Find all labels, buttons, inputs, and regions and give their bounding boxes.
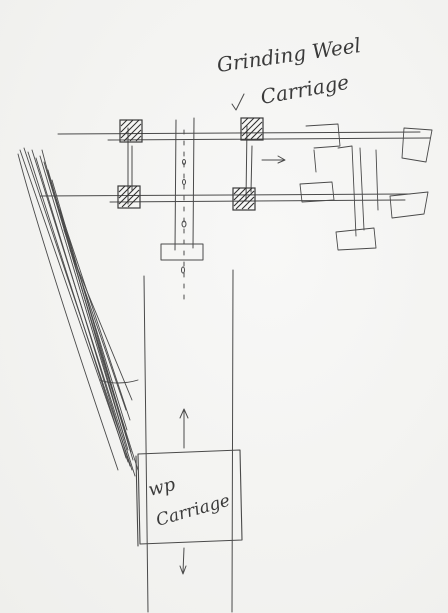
upper-rails [39,131,431,203]
label-line-2: Carriage [259,70,351,109]
spindle-base [160,243,204,261]
wp-label-line-1: wp [146,474,178,501]
grinding-wheel-carriage-label: Grinding Weel Carriage [215,33,362,109]
block-top-right-shading [241,117,263,140]
grinding-wheel-blocks [117,117,264,211]
bed-rails [143,269,234,613]
block-top-left-shading [120,119,142,142]
spindle-column [160,117,204,301]
block-bottom-right-shading [233,187,255,210]
wp-carriage-box [135,449,243,547]
block-top-left [119,119,143,143]
block-bottom-left [117,185,141,209]
block-top-right [240,117,264,141]
label-pointer [231,93,245,111]
motion-arrow-right [261,155,286,164]
wp-carriage-label: wp Carriage [146,474,232,531]
wp-motion-arrows [179,408,189,575]
block-bottom-left-shading [118,185,140,208]
block-bottom-right [232,187,256,211]
column-hatching [17,147,139,477]
ghost-carriage [299,123,433,251]
